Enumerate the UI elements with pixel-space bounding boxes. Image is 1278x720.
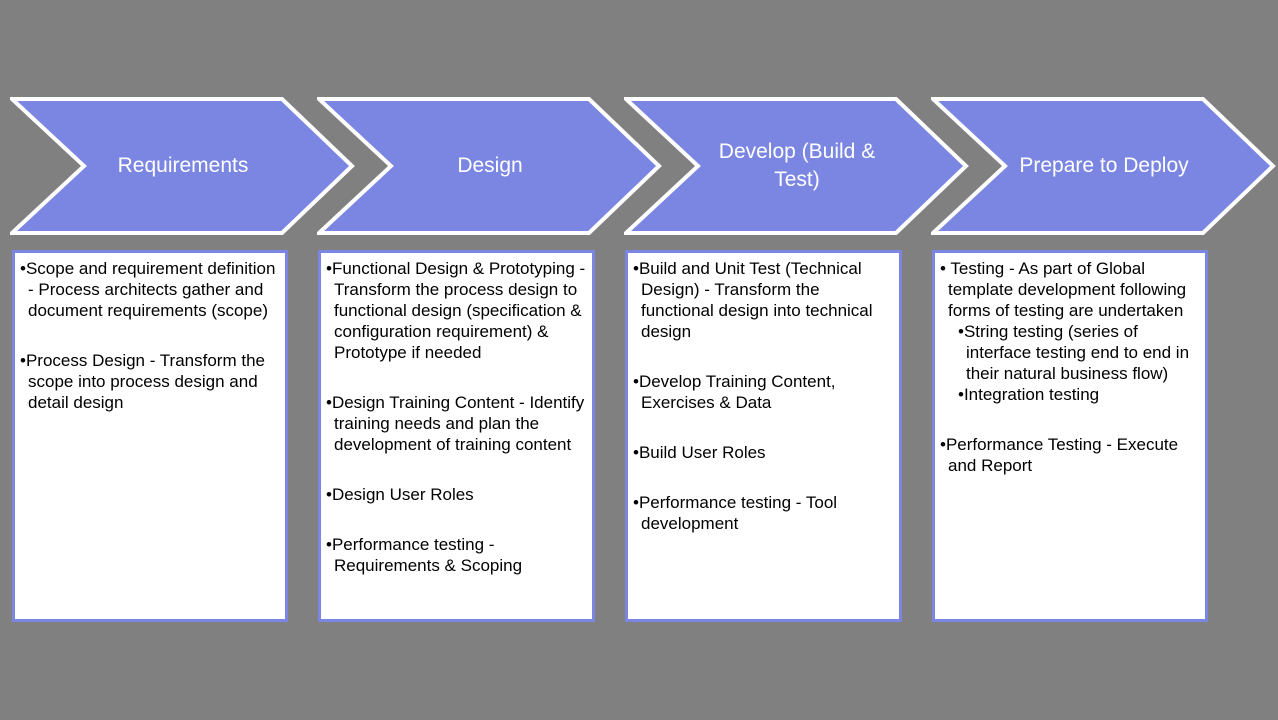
bullet-item: Scope and requirement definition - Proce… [20, 258, 280, 321]
bullet-text: Performance testing - Requirements & Sco… [331, 535, 523, 575]
bullet-item: Build and Unit Test (Technical Design) -… [633, 258, 894, 342]
bullet-text: Functional Design & Prototyping - Transf… [331, 259, 586, 362]
bullet-list: Testing - As part of Global template dev… [940, 258, 1200, 476]
stage-details-design: Functional Design & Prototyping - Transf… [318, 250, 595, 622]
stage-arrow-develop: Develop (Build & Test) [624, 97, 970, 235]
stage-title-develop: Develop (Build & Test) [624, 97, 970, 235]
bullet-text: Scope and requirement definition - Proce… [25, 259, 276, 320]
chevron-shape [624, 97, 969, 235]
bullet-item: Functional Design & Prototyping - Transf… [326, 258, 587, 363]
bullet-text: Build and Unit Test (Technical Design) -… [638, 259, 873, 341]
chevron-shape [317, 97, 662, 235]
stage-arrow-design: Design [317, 97, 663, 235]
stage-arrow-requirements: Requirements [10, 97, 356, 235]
sub-bullet-item: String testing (series of interface test… [958, 321, 1200, 384]
stage-details-requirements: Scope and requirement definition - Proce… [12, 250, 288, 622]
bullet-text: Testing - As part of Global template dev… [948, 259, 1187, 320]
stage-details-develop: Build and Unit Test (Technical Design) -… [625, 250, 902, 622]
bullet-item: Process Design - Transform the scope int… [20, 350, 280, 413]
stage-title-prepare-to-deploy: Prepare to Deploy [931, 97, 1277, 235]
stage-title-text: Design [457, 153, 523, 177]
bullet-item: Develop Training Content, Exercises & Da… [633, 371, 894, 413]
bullet-list: Scope and requirement definition - Proce… [20, 258, 280, 413]
bullet-list: Functional Design & Prototyping - Transf… [326, 258, 587, 576]
stage-title-requirements: Requirements [10, 97, 356, 235]
stage-title-text: Develop (Build & Test) [718, 139, 876, 191]
bullet-text: Develop Training Content, Exercises & Da… [638, 372, 836, 412]
chevron-shape [931, 97, 1276, 235]
bullet-text: Design User Roles [331, 485, 474, 504]
stage-title-text: Prepare to Deploy [1019, 153, 1189, 177]
bullet-text: String testing (series of interface test… [963, 322, 1190, 383]
sub-bullet-list: String testing (series of interface test… [948, 321, 1200, 405]
bullet-text: Build User Roles [638, 443, 766, 462]
sub-bullet-item: Integration testing [958, 384, 1200, 405]
bullet-item: Performance Testing - Execute and Report [940, 434, 1200, 476]
stage-details-prepare-to-deploy: Testing - As part of Global template dev… [932, 250, 1208, 622]
bullet-text: Process Design - Transform the scope int… [25, 351, 265, 412]
bullet-item: Design Training Content - Identify train… [326, 392, 587, 455]
bullet-list: Build and Unit Test (Technical Design) -… [633, 258, 894, 534]
bullet-item: Performance testing - Requirements & Sco… [326, 534, 587, 576]
stage-title-text: Requirements [117, 153, 249, 177]
bullet-text: Performance testing - Tool development [638, 493, 838, 533]
bullet-text: Integration testing [963, 385, 1100, 404]
bullet-text: Performance Testing - Execute and Report [945, 435, 1179, 475]
bullet-item: Design User Roles [326, 484, 587, 505]
bullet-item: Build User Roles [633, 442, 894, 463]
bullet-text: Design Training Content - Identify train… [331, 393, 585, 454]
stage-title-design: Design [317, 97, 663, 235]
chevron-shape [10, 97, 355, 235]
stage-arrow-prepare-to-deploy: Prepare to Deploy [931, 97, 1277, 235]
bullet-item: Performance testing - Tool development [633, 492, 894, 534]
bullet-item: Testing - As part of Global template dev… [940, 258, 1200, 405]
